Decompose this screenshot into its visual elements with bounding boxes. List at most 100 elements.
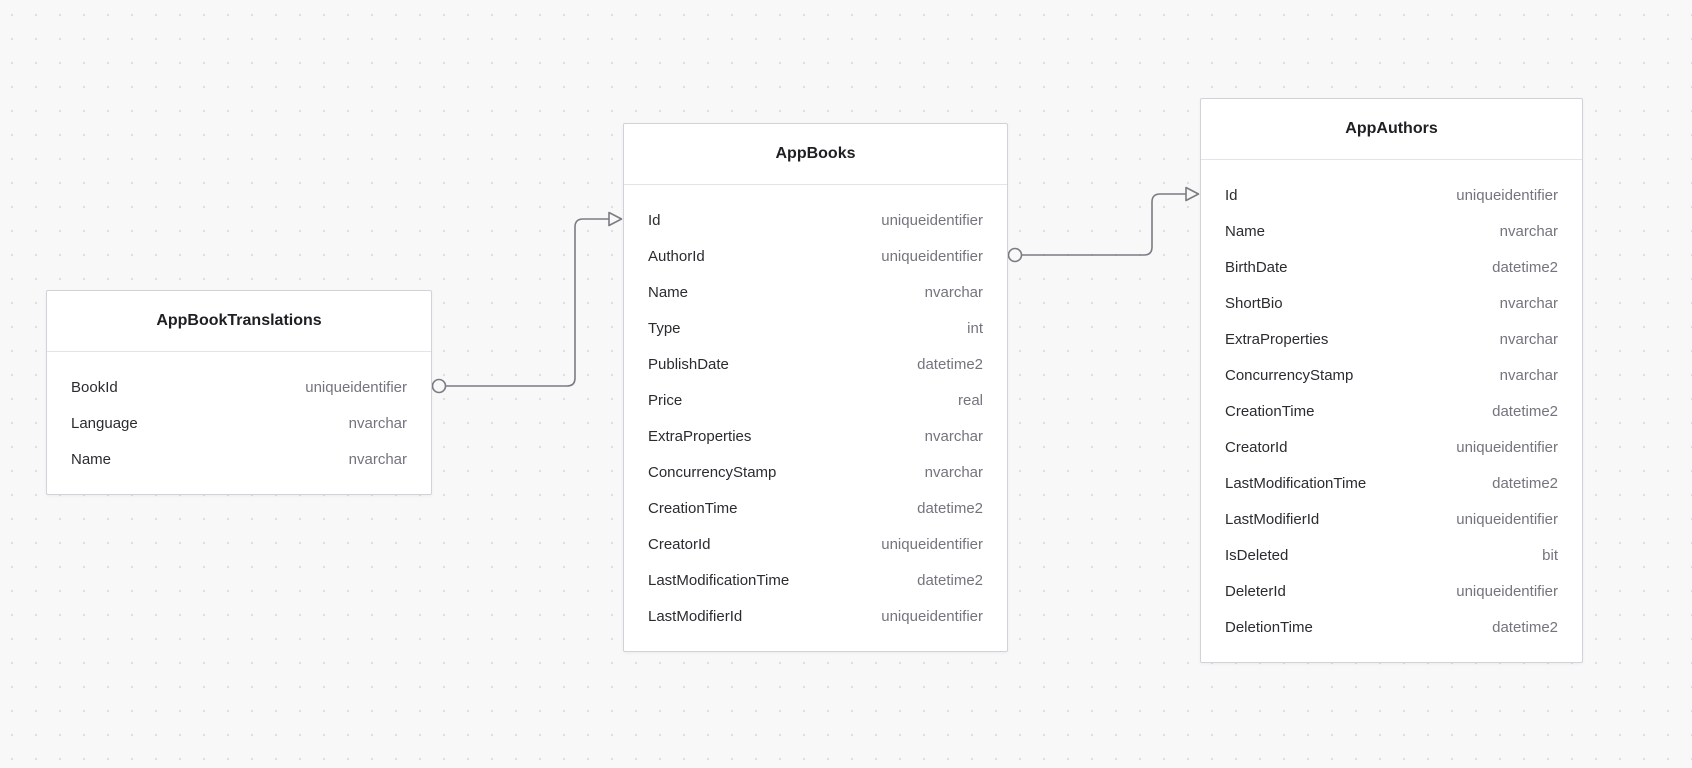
column-name: ShortBio [1225, 294, 1283, 312]
column-type: datetime2 [1492, 474, 1558, 492]
table-title: AppAuthors [1345, 120, 1438, 137]
column-row: BirthDate datetime2 [1201, 249, 1582, 285]
relationship-edge-books-authors[interactable] [1007, 186, 1200, 263]
column-name: Id [1225, 186, 1238, 204]
column-row: Type int [624, 310, 1007, 346]
column-type: datetime2 [917, 499, 983, 517]
column-type: datetime2 [917, 355, 983, 373]
column-row: ShortBio nvarchar [1201, 285, 1582, 321]
column-type: nvarchar [924, 427, 983, 445]
column-row: Name nvarchar [624, 274, 1007, 310]
column-type: datetime2 [917, 571, 983, 589]
column-name: CreatorId [648, 535, 711, 553]
column-row: Name nvarchar [47, 441, 431, 477]
column-row: BookId uniqueidentifier [47, 369, 431, 405]
column-name: Name [71, 450, 112, 468]
column-name: Language [71, 414, 138, 432]
column-row: CreationTime datetime2 [1201, 393, 1582, 429]
column-type: nvarchar [924, 283, 983, 301]
column-name: ExtraProperties [1225, 330, 1329, 348]
column-type: bit [1542, 546, 1558, 564]
column-row: LastModificationTime datetime2 [624, 562, 1007, 598]
table-title: AppBooks [775, 145, 856, 162]
column-type: nvarchar [348, 450, 407, 468]
cardinality-circle-icon [431, 378, 447, 394]
column-name: Id [648, 211, 661, 229]
column-name: Type [648, 319, 681, 337]
column-type: datetime2 [1492, 618, 1558, 636]
column-name: DeletionTime [1225, 618, 1313, 636]
column-name: CreatorId [1225, 438, 1288, 456]
column-name: BirthDate [1225, 258, 1288, 276]
column-type: uniqueidentifier [1456, 582, 1558, 600]
column-name: LastModifierId [1225, 510, 1320, 528]
table-header[interactable]: AppAuthors [1201, 99, 1582, 160]
table-header[interactable]: AppBooks [624, 124, 1007, 185]
column-type: uniqueidentifier [881, 247, 983, 265]
column-type: datetime2 [1492, 402, 1558, 420]
column-name: ConcurrencyStamp [1225, 366, 1354, 384]
column-row: LastModifierId uniqueidentifier [1201, 501, 1582, 537]
table-header[interactable]: AppBookTranslations [47, 291, 431, 352]
column-name: LastModificationTime [648, 571, 790, 589]
column-type: uniqueidentifier [1456, 510, 1558, 528]
column-name: Name [648, 283, 689, 301]
column-name: CreationTime [648, 499, 738, 517]
column-row: CreatorId uniqueidentifier [1201, 429, 1582, 465]
column-name: LastModifierId [648, 607, 743, 625]
column-type: real [957, 391, 983, 409]
column-name: Name [1225, 222, 1266, 240]
column-row: ConcurrencyStamp nvarchar [1201, 357, 1582, 393]
column-name: Price [648, 391, 683, 409]
column-type: uniqueidentifier [881, 535, 983, 553]
column-type: nvarchar [1499, 366, 1558, 384]
column-type: nvarchar [1499, 294, 1558, 312]
table-node-appbooktranslations[interactable]: AppBookTranslations BookId uniqueidentifi… [46, 290, 432, 495]
table-title: AppBookTranslations [156, 312, 322, 329]
column-row: DeleterId uniqueidentifier [1201, 573, 1582, 609]
column-row: CreationTime datetime2 [624, 490, 1007, 526]
column-type: nvarchar [348, 414, 407, 432]
cardinality-circle-icon [1007, 247, 1023, 263]
column-row: Name nvarchar [1201, 213, 1582, 249]
column-row: LastModifierId uniqueidentifier [624, 598, 1007, 634]
column-type: int [967, 319, 983, 337]
column-type: uniqueidentifier [881, 607, 983, 625]
column-row: PublishDate datetime2 [624, 346, 1007, 382]
column-row: Language nvarchar [47, 405, 431, 441]
column-type: nvarchar [1499, 222, 1558, 240]
column-row: ExtraProperties nvarchar [1201, 321, 1582, 357]
column-row: ExtraProperties nvarchar [624, 418, 1007, 454]
column-row: CreatorId uniqueidentifier [624, 526, 1007, 562]
column-type: uniqueidentifier [1456, 186, 1558, 204]
relationship-edge-booktranslations-books[interactable] [431, 211, 623, 394]
column-name: PublishDate [648, 355, 729, 373]
arrowhead-icon [608, 211, 623, 227]
column-name: BookId [71, 378, 118, 396]
column-name: ExtraProperties [648, 427, 752, 445]
column-row: Id uniqueidentifier [1201, 177, 1582, 213]
column-row: Price real [624, 382, 1007, 418]
column-type: uniqueidentifier [881, 211, 983, 229]
relationship-line[interactable] [1022, 193, 1186, 256]
relationship-line[interactable] [446, 218, 609, 387]
column-type: datetime2 [1492, 258, 1558, 276]
column-name: AuthorId [648, 247, 705, 265]
column-name: LastModificationTime [1225, 474, 1367, 492]
column-row: Id uniqueidentifier [624, 202, 1007, 238]
arrowhead-icon [1185, 186, 1200, 202]
column-name: CreationTime [1225, 402, 1315, 420]
column-type: uniqueidentifier [1456, 438, 1558, 456]
column-name: DeleterId [1225, 582, 1286, 600]
column-type: uniqueidentifier [305, 378, 407, 396]
column-type: nvarchar [1499, 330, 1558, 348]
column-name: ConcurrencyStamp [648, 463, 777, 481]
